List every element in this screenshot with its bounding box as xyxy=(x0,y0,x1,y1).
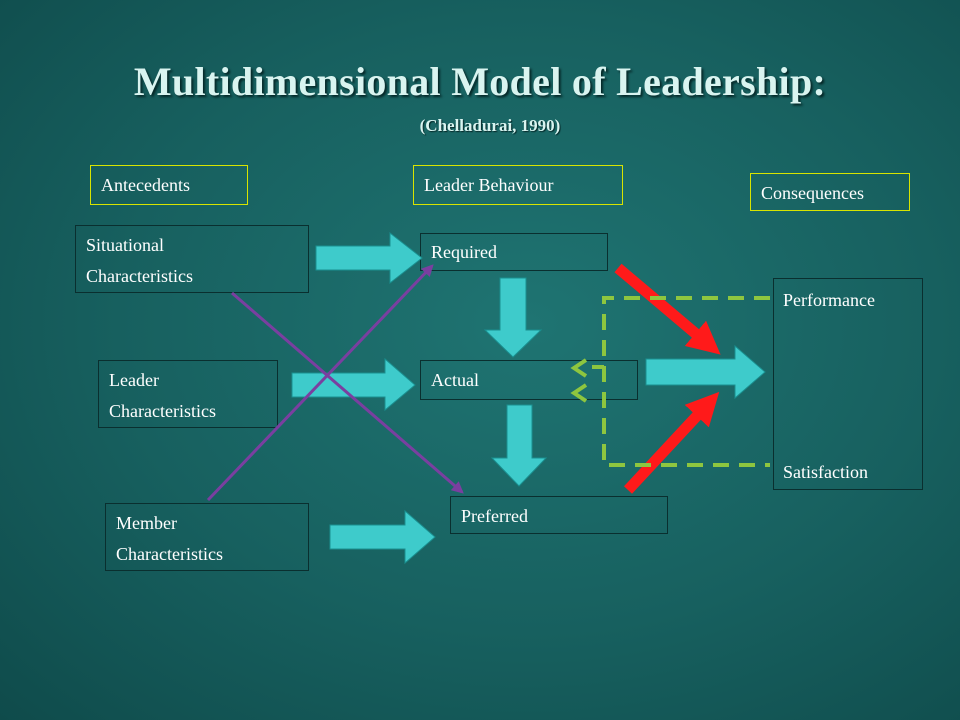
required-congruence-arrow xyxy=(614,263,721,355)
required-to-actual-arrow xyxy=(483,277,543,358)
performance-label: Performance xyxy=(783,290,875,310)
situational-characteristics-box: Situational Characteristics xyxy=(75,225,309,293)
member-to-preferred-arrow xyxy=(329,509,436,565)
slide-title: Multidimensional Model of Leadership: xyxy=(133,59,827,104)
situational-to-required-arrow xyxy=(315,231,423,285)
consequences-box: Performance Satisfaction xyxy=(773,278,923,490)
antecedents-header: Antecedents xyxy=(90,165,248,205)
actual-to-consequences-arrow xyxy=(645,344,766,400)
leader-behaviour-header: Leader Behaviour xyxy=(413,165,623,205)
feedback-loop xyxy=(602,296,770,467)
member-to-required-line xyxy=(206,264,434,502)
leader-to-actual-arrow xyxy=(291,357,416,412)
feedback-chevron-lower xyxy=(570,383,588,403)
satisfaction-label: Satisfaction xyxy=(783,462,868,482)
preferred-congruence-arrow xyxy=(623,391,720,494)
actual-box: Actual xyxy=(420,360,638,400)
feedback-chevron-upper xyxy=(570,358,588,378)
situational-to-preferred-line xyxy=(231,291,464,494)
required-box: Required xyxy=(420,233,608,271)
slide-subtitle: (Chelladurai, 1990) xyxy=(419,116,561,135)
preferred-box: Preferred xyxy=(450,496,668,534)
consequences-header: Consequences xyxy=(750,173,910,211)
leader-characteristics-box: Leader Characteristics xyxy=(98,360,278,428)
member-characteristics-box: Member Characteristics xyxy=(105,503,309,571)
actual-to-preferred-arrow xyxy=(490,404,548,487)
